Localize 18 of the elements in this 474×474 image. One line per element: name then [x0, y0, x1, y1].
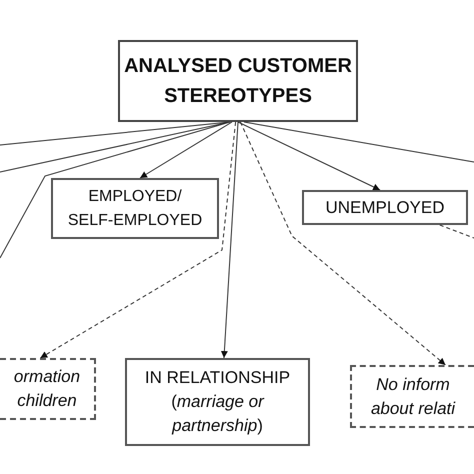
category-box — [0, 358, 96, 420]
category-box — [350, 365, 474, 428]
box-label: IN RELATIONSHIP — [144, 367, 290, 389]
arrow — [220, 122, 238, 358]
box-label: EMPLOYED/ SELF-EMPLOYED — [66, 186, 204, 230]
box-label: No inform about relati — [370, 374, 456, 420]
category-box — [51, 178, 219, 239]
box-label: UNEMPLOYED — [325, 196, 445, 218]
box-label: (marriage or partnership) — [170, 391, 266, 437]
category-box — [302, 190, 468, 225]
box-label: ormation children — [12, 366, 82, 412]
title-box — [118, 40, 358, 122]
dashed-arrow — [240, 122, 446, 366]
dashed-arrow — [40, 122, 236, 358]
arrow — [140, 122, 232, 178]
category-box — [125, 358, 310, 446]
arrow — [238, 122, 381, 190]
box-label: ANALYSED CUSTOMER STEREOTYPES — [123, 54, 353, 109]
